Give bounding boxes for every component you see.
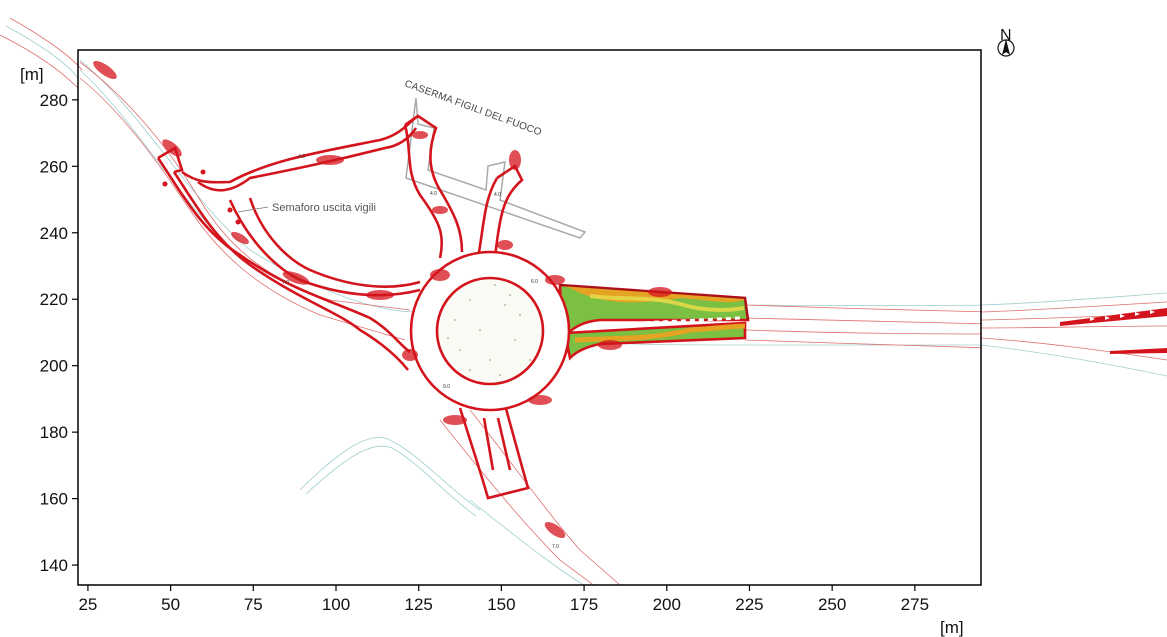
north-arrow: N: [997, 27, 1015, 57]
signal-label: Semaforo uscita vigili: [272, 202, 376, 214]
queue-markers: [93, 60, 672, 539]
x-tick-label: 75: [244, 595, 263, 614]
x-axis: 25 50 75 100 125 150 175 200 225 250 275: [78, 585, 929, 614]
dim-mark: 4.0: [494, 192, 501, 198]
y-tick-label: 140: [40, 556, 68, 575]
signal-dots: [162, 169, 241, 225]
dim-mark: 6.0: [531, 279, 538, 285]
dim-mark: 7.0: [282, 280, 289, 286]
fire-station-outline: [405, 97, 587, 239]
x-tick-label: 25: [78, 595, 97, 614]
x-tick-label: 50: [161, 595, 180, 614]
roundabout: [409, 250, 571, 412]
north-label: N: [1000, 27, 1012, 44]
y-tick-label: 200: [40, 357, 68, 376]
dimension-marks: 4.0 4.0 4.0 7.0 6.0 9.0 7.0: [282, 154, 559, 550]
dim-mark: 4.0: [430, 191, 437, 197]
external-road-lines: [0, 17, 1167, 377]
building-label: CASERMA FIGILI DEL FUOCO: [403, 78, 543, 138]
x-tick-label: 225: [735, 595, 763, 614]
dim-mark: 4.0: [298, 154, 305, 160]
signal-leader-line: [237, 206, 269, 213]
nw-approach-road: [156, 146, 411, 371]
dim-mark: 7.0: [552, 544, 559, 550]
y-axis: 280 260 240 220 200 180 160 140: [40, 91, 78, 575]
x-tick-label: 150: [487, 595, 515, 614]
plot-frame: [77, 49, 982, 586]
y-tick-label: 260: [40, 157, 68, 176]
x-tick-label: 175: [570, 595, 598, 614]
y-tick-label: 240: [40, 224, 68, 243]
x-tick-label: 125: [405, 595, 433, 614]
y-tick-label: 160: [40, 490, 68, 509]
y-unit-label: [m]: [20, 65, 44, 84]
north-legs: [403, 114, 524, 259]
dim-mark: 9.0: [443, 384, 450, 390]
y-tick-label: 180: [40, 423, 68, 442]
plan-area: 4.0 4.0 4.0 7.0 6.0 9.0 7.0 CASERMA FIGI…: [79, 59, 981, 585]
x-tick-label: 250: [818, 595, 846, 614]
x-tick-label: 100: [322, 595, 350, 614]
x-tick-label: 200: [653, 595, 681, 614]
y-tick-label: 280: [40, 91, 68, 110]
y-tick-label: 220: [40, 290, 68, 309]
queue-arrows-right: [1060, 308, 1167, 354]
x-tick-label: 275: [901, 595, 929, 614]
compass-icon: [997, 39, 1015, 57]
south-leg: [458, 404, 530, 500]
x-unit-label: [m]: [940, 618, 964, 637]
